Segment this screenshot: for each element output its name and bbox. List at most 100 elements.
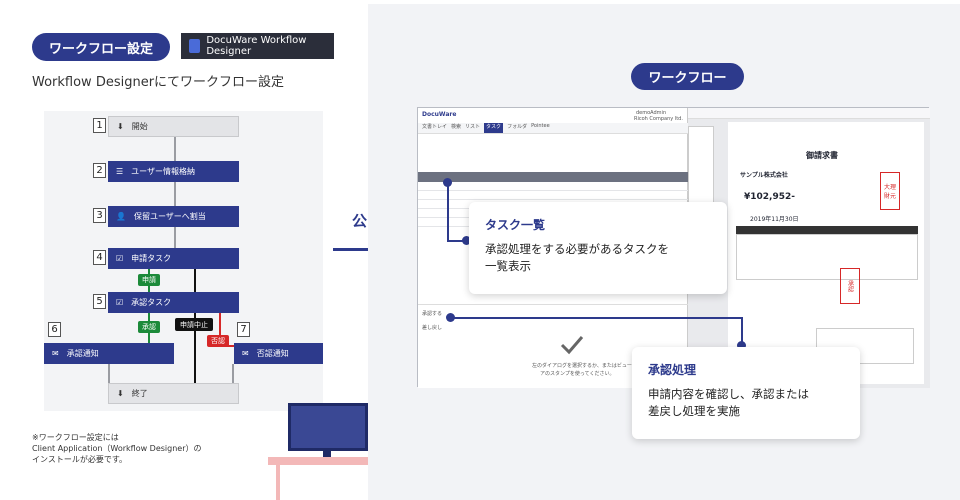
callout-connector (447, 182, 449, 240)
connector (232, 364, 234, 386)
invoice-summary (816, 328, 914, 364)
mail-icon: ✉ (52, 349, 59, 358)
monitor (288, 403, 368, 451)
subtitle: Workflow Designerにてワークフロー設定 (32, 75, 285, 90)
note-line: ※ワークフロー設定には (32, 433, 119, 442)
step-label: 申請タスク (131, 254, 172, 263)
step-number: 5 (93, 294, 106, 309)
step-number: 1 (93, 118, 106, 133)
checkbox-icon: ☑ (116, 254, 124, 263)
tag-apply: 申請 (138, 274, 160, 286)
invoice-date: 2019年11月30日 (750, 216, 799, 223)
connector-reject-h (219, 345, 239, 347)
tag-approve: 承認 (138, 321, 160, 333)
callout-dot (462, 236, 471, 245)
checkbox-icon: ☑ (116, 298, 124, 307)
connector (174, 137, 176, 161)
step-label: ユーザー情報格納 (131, 167, 196, 176)
step-end[interactable]: ⬇ 終了 (108, 383, 239, 404)
note-line: Client Application（Workflow Designer）の (32, 444, 202, 453)
logo-text: DocuWare Workflow Designer (206, 35, 307, 57)
callout-body: 承認処理をする必要があるタスクを (485, 242, 669, 256)
download-icon: ⬇ (117, 122, 124, 131)
add-user-icon: 👤 (116, 212, 126, 221)
user-name: demoAdmin (636, 110, 667, 116)
callout-dot (737, 341, 746, 350)
invoice-table (736, 234, 918, 280)
tab-pointee[interactable]: Pointee (531, 123, 550, 129)
step-apply-task[interactable]: ☑ 申請タスク (108, 248, 239, 269)
step-label: 承認タスク (131, 298, 172, 307)
stamp: 大理財元 (880, 172, 900, 210)
step-label: 保留ユーザーへ割当 (133, 212, 206, 221)
step-number: 7 (237, 322, 250, 337)
app-tabs: 文書トレイ 検索 リスト タスク フォルダ Pointee (418, 123, 688, 134)
document-viewer: 御請求書 サンプル株式会社 ¥102,952- 2019年11月30日 大理財元… (688, 108, 930, 388)
monitor-stand (323, 451, 331, 459)
approve-stamp: 承認 (840, 268, 860, 304)
step-approval-notice[interactable]: ✉ 承認通知 (44, 343, 174, 364)
empty-msg: アのスタンプを使ってください。 (540, 371, 615, 377)
viewer-toolbar (688, 108, 930, 119)
step-reject-notice[interactable]: ✉否認通知 (234, 343, 323, 364)
tab-list[interactable]: リスト (465, 124, 481, 130)
mail-icon: ✉ (242, 349, 249, 358)
tab-task[interactable]: タスク (484, 123, 504, 133)
step-user-info[interactable]: ☰ ユーザー情報格納 (108, 161, 239, 182)
stamp-text: 財元 (883, 193, 896, 200)
database-icon: ☰ (116, 167, 124, 176)
connector-cancel (194, 313, 196, 383)
connector (174, 227, 176, 249)
download-icon: ⬇ (117, 389, 124, 398)
app-name: DocuWare (422, 111, 457, 118)
docuware-logo-icon (189, 39, 201, 53)
stamp-palette (688, 126, 714, 206)
check-icon (560, 334, 584, 356)
callout-body: 申請内容を確認し、承認または (648, 387, 809, 401)
step-number: 6 (48, 322, 61, 337)
connector-back (194, 269, 196, 293)
note-line: インストールが必要です。 (32, 455, 128, 464)
step-start[interactable]: ⬇ 開始 (108, 116, 239, 137)
step-approve-task[interactable]: ☑ 承認タスク (108, 292, 239, 313)
tab-search[interactable]: 検索 (451, 124, 462, 130)
step-number: 3 (93, 208, 106, 223)
publish-arrow (333, 236, 409, 264)
docuware-designer-logo: DocuWare Workflow Designer (181, 33, 334, 59)
callout-connector (741, 317, 743, 345)
divider (418, 304, 688, 305)
side-label-approve[interactable]: 承認する (422, 311, 443, 317)
invoice-page: 御請求書 サンプル株式会社 ¥102,952- 2019年11月30日 大理財元… (728, 122, 924, 384)
step-number: 2 (93, 163, 106, 178)
step-number: 4 (93, 250, 106, 265)
connector-reject (219, 313, 221, 347)
install-note: ※ワークフロー設定には Client Application（Workflow … (32, 432, 202, 465)
callout-connector (447, 240, 471, 242)
workflow-diagram-panel: 1 ⬇開始 2 ☰ユーザー情報格納 3 👤保留ユーザーへ割当 4 ☑申請タスク … (44, 111, 323, 411)
step-assign-user[interactable]: 👤 保留ユーザーへ割当 (108, 206, 239, 227)
desk-leg (276, 465, 280, 500)
callout-body: 差戻し処理を実施 (648, 404, 740, 418)
tag-reject: 否認 (207, 335, 229, 347)
task-list-header (418, 172, 688, 182)
tab-folder[interactable]: フォルダ (507, 124, 528, 130)
callout-dot (446, 313, 455, 322)
callout-title: タスク一覧 (485, 218, 546, 232)
invoice-amount: ¥102,952- (744, 192, 795, 202)
desk (268, 457, 428, 465)
empty-msg: 左のダイアログを選択するか、またはビュー (532, 363, 632, 369)
step-label: 開始 (131, 122, 148, 131)
step-label: 承認通知 (66, 349, 99, 358)
side-label-return[interactable]: 差し戻し (422, 325, 443, 331)
tag-cancel: 申請中止 (175, 318, 213, 331)
step-label: 終了 (131, 389, 148, 398)
connector (174, 182, 176, 206)
tab-tray[interactable]: 文書トレイ (422, 124, 448, 130)
workflow-settings-pill: ワークフロー設定 (32, 33, 170, 61)
callout-approval: 承認処理 申請内容を確認し、承認または 差戻し処理を実施 (632, 347, 860, 439)
callout-task-list: タスク一覧 承認処理をする必要があるタスクを 一覧表示 (469, 202, 727, 294)
callout-body: 一覧表示 (485, 259, 531, 273)
callout-connector (450, 317, 743, 319)
invoice-table-header (736, 226, 918, 234)
company-name: Ricoh Company ltd. (634, 116, 683, 122)
